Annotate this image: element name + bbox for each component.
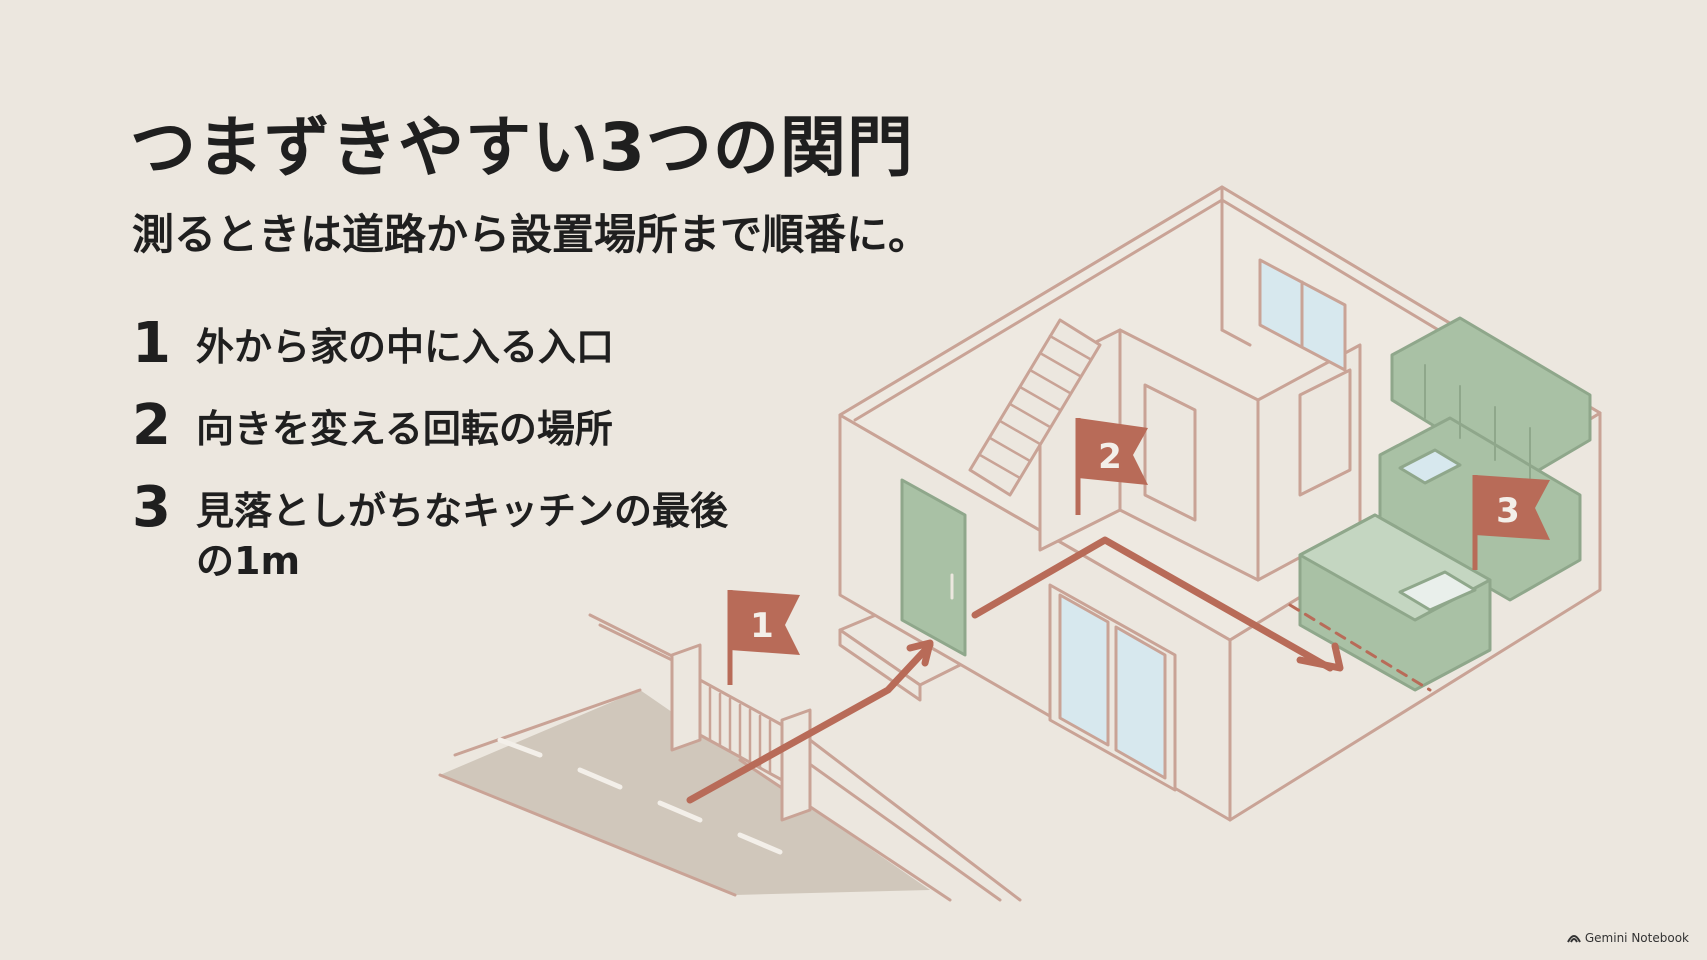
checkpoint-text: 向きを変える回転の場所 [196, 407, 613, 452]
route-arrow [686, 536, 1344, 804]
checkpoint-2: 2 向きを変える回転の場所 [132, 398, 752, 454]
target-zone-line [1288, 603, 1432, 692]
staircase [968, 318, 1102, 497]
flag-1: 1 [727, 590, 800, 685]
checkpoint-number: 2 [132, 393, 171, 459]
slide-title: つまずきやすい3つの関門 [130, 109, 914, 186]
checkpoint-text: 見落としがちなキッチンの最後の1m [196, 489, 729, 584]
road [438, 613, 1002, 902]
checkpoint-1: 1 外から家の中に入る入口 [132, 316, 752, 372]
checkpoint-3: 3 見落としがちなキッチンの最後の1m [132, 480, 752, 586]
front-door [900, 478, 967, 657]
flag-label: 2 [1098, 437, 1122, 477]
gemini-notebook-logo-icon [1566, 935, 1581, 943]
flag-3: 3 [1472, 475, 1550, 570]
checkpoint-list: 1 外から家の中に入る入口 2 向きを変える回転の場所 3 見落としがちなキッチ… [132, 316, 752, 619]
slide-subtitle: 測るときは道路から設置場所まで順番に。 [132, 210, 931, 259]
gate [598, 623, 1022, 902]
checkpoint-number: 1 [132, 311, 171, 376]
brand-watermark: Gemini Notebook [1566, 931, 1689, 945]
flag-label: 3 [1496, 491, 1520, 531]
checkpoint-number: 3 [132, 475, 171, 541]
brand-name: Gemini Notebook [1584, 931, 1689, 945]
flag-label: 1 [750, 606, 774, 646]
upper-window [1258, 258, 1347, 372]
flag-2: 2 [1075, 418, 1148, 515]
checkpoint-text: 外から家の中に入る入口 [196, 325, 615, 369]
front-windows [1048, 583, 1177, 792]
